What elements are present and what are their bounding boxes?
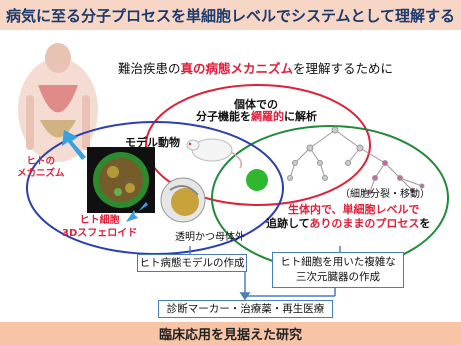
human-mechanism-line1: ヒトの bbox=[26, 156, 56, 167]
organ-box-line2: 三次元臓器の作成 bbox=[296, 271, 380, 283]
transparent-label: 透明かつ母体外 bbox=[175, 232, 245, 243]
individual-highlight: 網羅的 bbox=[251, 110, 284, 123]
subtitle-suffix: を理解するために bbox=[293, 61, 394, 76]
in-vivo-suffix: を bbox=[419, 217, 431, 230]
organ-box-line1: ヒト細胞を用いた複雑な bbox=[280, 256, 396, 268]
spheroid-image bbox=[87, 147, 155, 213]
human-cell-line1: ヒト細胞 bbox=[79, 215, 120, 226]
in-vivo-line2: 追跡してありのままのプロセスを bbox=[266, 215, 430, 231]
individual-suffix: に解析 bbox=[284, 110, 317, 123]
cell-marker-dot bbox=[246, 169, 268, 191]
page-title: 病気に至る分子プロセスを単細胞レベルでシステムとして理解する bbox=[5, 6, 456, 25]
human-cell-line2: 3Dスフェロイド bbox=[62, 228, 138, 239]
in-vivo-highlight-1: 生体内で、単細胞レベルで bbox=[288, 203, 420, 216]
mouse-image bbox=[186, 138, 243, 169]
organ-box: ヒト細胞を用いた複雑な 三次元臓器の作成 bbox=[272, 252, 404, 288]
subtitle-prefix: 難治疾患の bbox=[118, 61, 181, 76]
diagnostic-box: 診断マーカー・治療薬・再生医療 bbox=[158, 300, 333, 318]
subtitle-highlight: 真の病態メカニズム bbox=[180, 61, 294, 76]
human-model-box: ヒト病態モデルの作成 bbox=[137, 254, 247, 272]
in-vivo-highlight-2: ありのままのプロセス bbox=[309, 217, 420, 230]
in-vivo-line1: 生体内で、単細胞レベルで bbox=[288, 201, 420, 217]
bottom-banner-text: 臨床応用を見据えた研究 bbox=[158, 328, 302, 343]
connector-lines bbox=[189, 246, 341, 301]
human-mechanism-label: ヒトの メカニズム bbox=[17, 156, 65, 180]
individual-prefix: 分子機能を bbox=[196, 110, 251, 123]
individual-label: 個体での bbox=[216, 96, 296, 112]
arrow-icon bbox=[62, 130, 148, 222]
human-cell-label: ヒト細胞 3Dスフェロイド bbox=[62, 214, 137, 240]
in-vivo-prefix: 追跡して bbox=[266, 217, 310, 230]
model-animal-label: モデル動物 bbox=[125, 136, 180, 149]
cell-division-label: （細胞分裂・移動） bbox=[340, 189, 430, 200]
individual-label-line2: 分子機能を網羅的に解析 bbox=[196, 108, 317, 124]
bottom-banner: 臨床応用を見据えた研究 bbox=[0, 322, 461, 345]
title-banner: 病気に至る分子プロセスを単細胞レベルでシステムとして理解する bbox=[0, 0, 461, 30]
red-ellipse bbox=[145, 84, 371, 206]
cell-lineage-tree bbox=[287, 126, 425, 195]
individual-label-line1: 個体での bbox=[234, 98, 278, 111]
subtitle: 難治疾患の真の病態メカニズムを理解するために bbox=[118, 58, 393, 77]
embryo-image bbox=[160, 177, 206, 223]
human-mechanism-line2: メカニズム bbox=[17, 168, 65, 179]
